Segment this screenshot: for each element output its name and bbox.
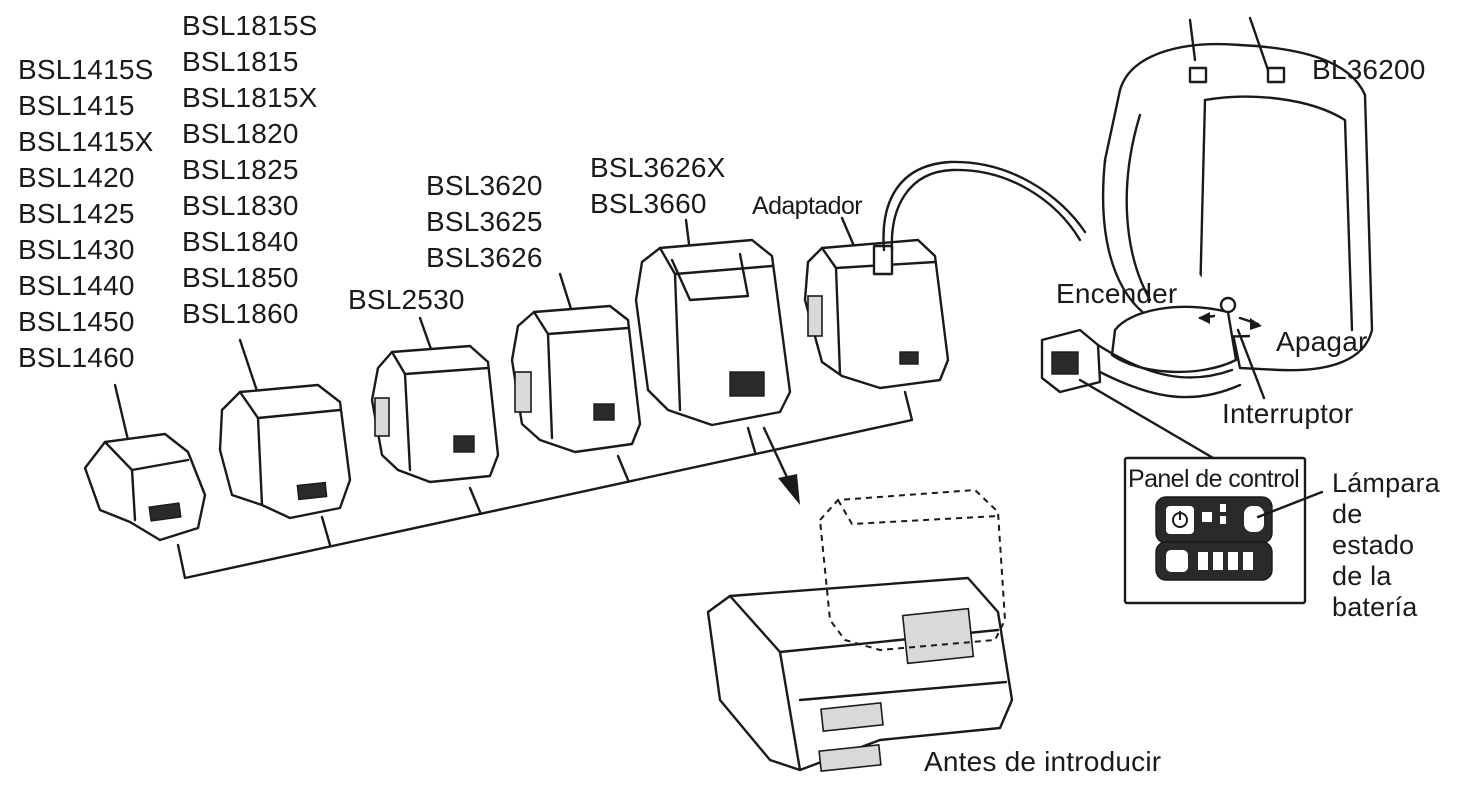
battery-model-label: BSL2530 xyxy=(348,284,465,315)
battery-model-label: BSL1460 xyxy=(18,342,135,373)
battery-group-bsl14-labels: BSL1415S BSL1415 BSL1415X BSL1420 BSL142… xyxy=(18,52,154,376)
control-panel-callout xyxy=(1123,456,1324,605)
battery-bsl36 xyxy=(510,304,642,454)
status-lamp-label: Lámpara de estado de la batería xyxy=(1332,468,1440,623)
battery-group-bsl36-labels: BSL3620 BSL3625 BSL3626 xyxy=(426,168,543,276)
switch-label: Interruptor xyxy=(1222,398,1354,429)
battery-model-label: BSL1415X xyxy=(18,126,154,157)
battery-bsl2530 xyxy=(370,344,500,484)
battery-model-label: BSL1860 xyxy=(182,298,299,329)
before-insert-caption: Antes de introducir xyxy=(924,746,1162,777)
status-lamp-line: de la xyxy=(1332,561,1392,591)
battery-group-bsl25-labels: BSL2530 xyxy=(348,282,465,318)
battery-model-label: BSL1820 xyxy=(182,118,299,149)
battery-model-label: BSL1840 xyxy=(182,226,299,257)
battery-bsl36x xyxy=(634,238,792,427)
leader-lines xyxy=(113,216,856,442)
adapter-device xyxy=(803,238,950,390)
battery-bsl14 xyxy=(83,432,207,542)
battery-model-label: BSL1815S xyxy=(182,10,318,41)
battery-model-label: BSL3620 xyxy=(426,170,543,201)
power-on-label: Encender xyxy=(1056,278,1178,309)
connector-bracket xyxy=(176,390,914,580)
battery-model-label: BSL3626 xyxy=(426,242,543,273)
battery-group-bsl18-labels: BSL1815S BSL1815 BSL1815X BSL1820 BSL182… xyxy=(182,8,318,332)
adapter-label: Adaptador xyxy=(752,192,863,220)
battery-model-label: BSL1440 xyxy=(18,270,135,301)
control-panel-label: Panel de control xyxy=(1128,465,1300,493)
battery-model-label: BSL1415S xyxy=(18,54,154,85)
battery-model-label: BSL1815 xyxy=(182,46,299,77)
battery-group-bsl36x-labels: BSL3626X BSL3660 xyxy=(590,150,726,222)
battery-model-label: BSL1420 xyxy=(18,162,135,193)
battery-model-label: BSL3660 xyxy=(590,188,707,219)
status-lamp-line: Lámpara xyxy=(1332,468,1440,498)
status-lamp-line: batería xyxy=(1332,592,1418,622)
power-cable xyxy=(882,160,1087,252)
backpack-model-label: BL36200 xyxy=(1312,54,1426,85)
battery-model-label: BSL1450 xyxy=(18,306,135,337)
battery-model-label: BSL3625 xyxy=(426,206,543,237)
power-off-label: Apagar xyxy=(1276,326,1368,357)
status-lamp-line: de xyxy=(1332,499,1363,529)
battery-model-label: BSL1850 xyxy=(182,262,299,293)
backpack-bl36200 xyxy=(1040,16,1374,464)
battery-model-label: BSL1425 xyxy=(18,198,135,229)
battery-model-label: BSL1815X xyxy=(182,82,318,113)
battery-model-label: BSL1415 xyxy=(18,90,135,121)
charger xyxy=(706,488,1014,772)
battery-bsl18 xyxy=(218,383,352,520)
battery-model-label: BSL1830 xyxy=(182,190,299,221)
status-lamp-line: estado xyxy=(1332,530,1415,560)
battery-model-label: BSL3626X xyxy=(590,152,726,183)
battery-model-label: BSL1430 xyxy=(18,234,135,265)
battery-model-label: BSL1825 xyxy=(182,154,299,185)
